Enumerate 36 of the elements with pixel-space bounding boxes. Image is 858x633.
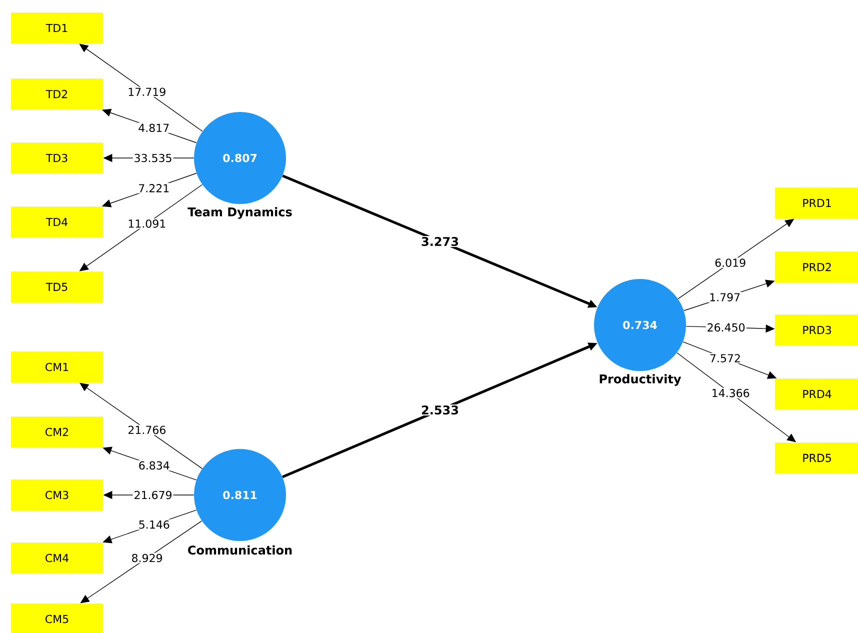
indicator-box: PRD4 [775,378,858,410]
edge-label: 6.834 [137,460,171,471]
edge-label: 4.817 [137,122,171,134]
edge-label: 3.273 [420,236,460,248]
indicator-box: PRD2 [775,252,858,282]
indicator-box: CM1 [11,352,103,382]
edge-label: 7.572 [708,353,742,364]
edge-label: 1.797 [708,292,742,302]
indicator-box: CM2 [11,416,103,448]
indicator-box: CM5 [11,604,103,633]
indicator-box: TD4 [11,206,103,238]
edge-label: 26.450 [706,322,746,333]
indicator-box: TD1 [11,12,103,44]
indicator-box: PRD3 [775,314,858,346]
edge-label: 8.929 [130,552,164,564]
indicator-box: PRD5 [775,442,858,474]
construct-name: Team Dynamics [188,207,292,219]
edge-label: 2.533 [420,404,460,416]
edge-label: 6.019 [714,258,748,268]
indicator-box: PRD1 [775,188,858,218]
edge-label: 33.535 [132,152,174,164]
construct-name: Communication [188,545,292,555]
edge-label: 21.679 [132,490,174,500]
indicator-box: TD3 [11,142,103,174]
edge-label: 7.221 [137,183,171,194]
edge-label: 11.091 [126,218,168,229]
indicator-box: CM4 [11,542,103,574]
edge-label: 5.146 [137,519,171,530]
edge-label: 21.766 [126,424,168,436]
construct-name: Productivity [600,374,682,386]
indicator-box: TD5 [11,272,103,302]
edge-label: 14.366 [710,388,751,398]
edge-label: 17.719 [126,86,168,98]
indicator-box: CM3 [11,480,103,510]
arrow [79,44,203,132]
indicator-box: TD2 [11,78,103,110]
